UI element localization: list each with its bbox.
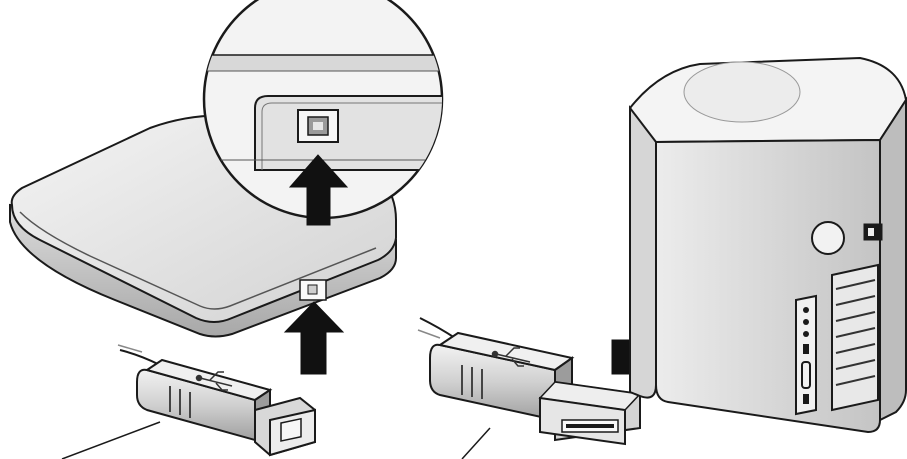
- magnified-port-detail: [202, 0, 444, 220]
- usb-type-b-plug: [61, 344, 316, 459]
- vent-grille: [831, 263, 879, 412]
- rear-port-column: [795, 294, 817, 416]
- arrow-up-in-magnifier: [288, 154, 349, 226]
- power-button: [811, 221, 845, 255]
- computer-tower: [628, 56, 907, 434]
- usb-trident-symbol: [195, 371, 233, 391]
- arrow-up-into-device-port: [283, 301, 345, 375]
- computer-usb-port: [803, 344, 809, 354]
- usb-type-a-plug: [417, 317, 642, 459]
- usb-trident-symbol-a: [491, 347, 531, 367]
